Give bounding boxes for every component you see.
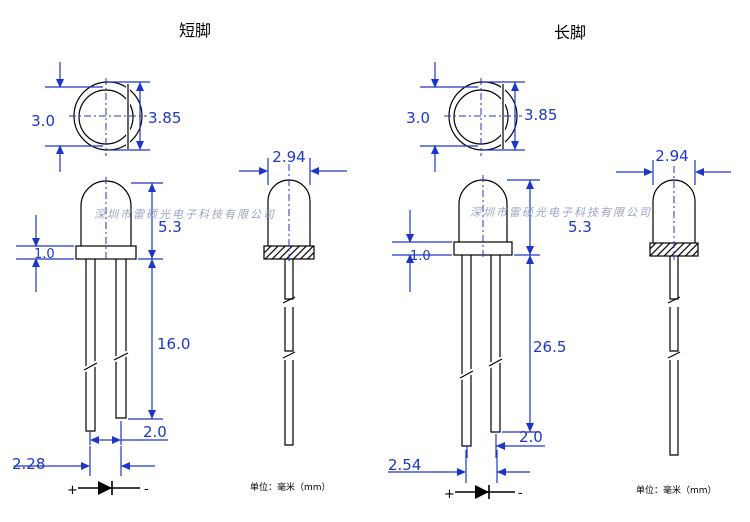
panel-title: 长脚	[554, 23, 586, 42]
diode-symbol: + -	[444, 485, 523, 502]
watermark: 深圳市雷硕光电子科技有限公司	[94, 208, 276, 221]
panel-title: 短脚	[179, 21, 211, 40]
lead-length-label: 26.5	[533, 338, 566, 356]
pitch-label: 2.54	[388, 456, 421, 474]
outer-diameter-label: 3.85	[148, 109, 181, 127]
diode-symbol: + -	[67, 481, 149, 498]
unit-label: 单位：毫米（mm）	[250, 481, 331, 493]
side-view: 2.94	[616, 147, 731, 456]
front-view: 1.0 5.3 16.0 2.0	[12, 177, 190, 476]
short-lead-panel: 短脚 3.0 3.85	[12, 21, 347, 498]
plus-sign: +	[444, 487, 455, 502]
minus-sign: -	[144, 482, 149, 497]
flange-label: 1.0	[34, 247, 55, 262]
inner-diameter-label: 3.0	[31, 112, 55, 130]
side-view: 2.94	[239, 148, 347, 446]
side-width-label: 2.94	[655, 147, 688, 165]
inner-diameter-label: 3.0	[406, 109, 430, 127]
side-width-label: 2.94	[272, 148, 305, 166]
watermark: 深圳市雷硕光电子科技有限公司	[470, 206, 652, 219]
body-height-label: 5.3	[158, 218, 182, 236]
plus-sign: +	[67, 483, 78, 498]
lead-spacing-label: 2.0	[519, 428, 543, 446]
unit-label: 单位：毫米（mm）	[636, 484, 717, 496]
long-lead-panel: 长脚 3.0 3.85	[388, 23, 731, 502]
lead-length-label: 16.0	[157, 335, 190, 353]
lead-spacing-label: 2.0	[143, 423, 167, 441]
top-view: 3.0 3.85	[406, 62, 557, 172]
flange-label: 1.0	[410, 249, 431, 264]
pitch-label: 2.28	[12, 455, 45, 473]
top-view: 3.0 3.85	[31, 62, 181, 172]
body-height-label: 5.3	[568, 218, 592, 236]
front-view: 1.0 5.3 26.5 2.0	[388, 175, 592, 483]
outer-diameter-label: 3.85	[524, 106, 557, 124]
minus-sign: -	[518, 486, 523, 501]
